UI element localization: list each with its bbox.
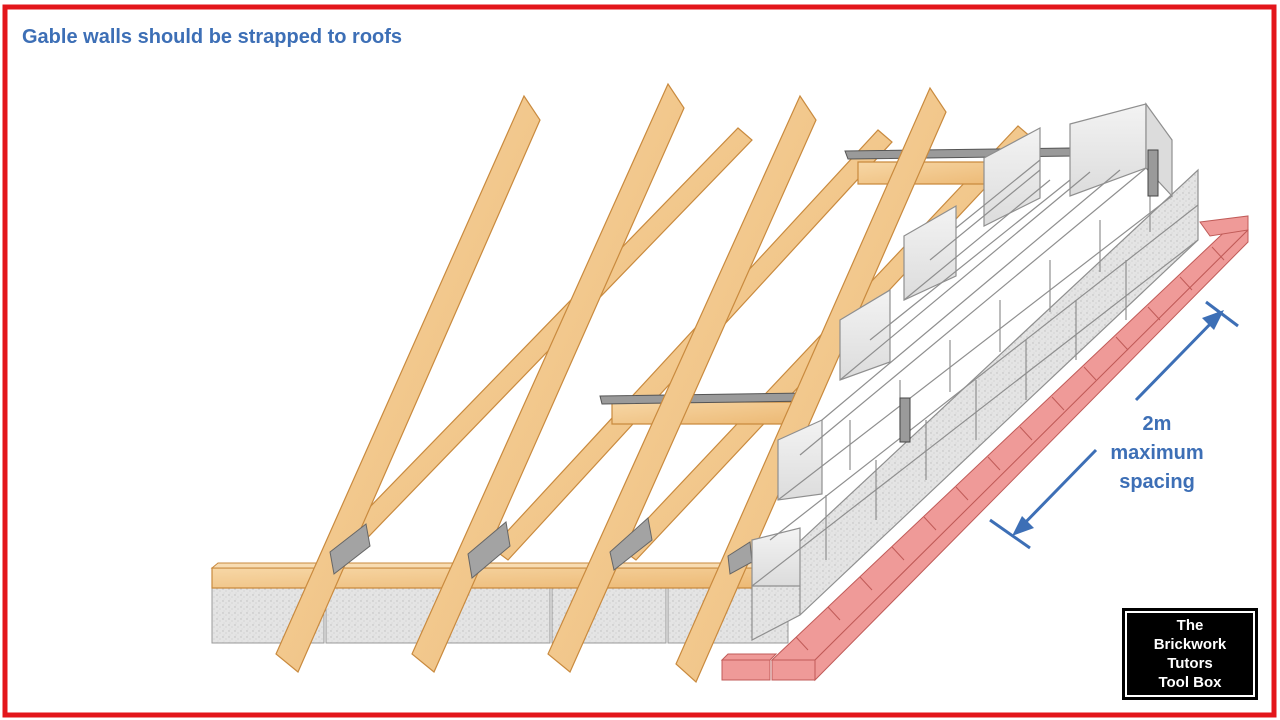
red-frame (2, 4, 1277, 718)
truss-clips (329, 517, 753, 579)
spacing-label-line-1: 2m (1142, 413, 1172, 435)
brick-joints (795, 246, 1225, 651)
brick-course (720, 215, 1249, 682)
logo-line-4: Tool Box (1158, 674, 1222, 691)
logo-line-1: The (1176, 617, 1204, 634)
logo-line-2: Brickwork (1153, 636, 1227, 653)
rafters (275, 82, 947, 684)
page-title: Gable walls should be strapped to roofs (22, 26, 403, 48)
spacing-label-line-2: maximum (1110, 442, 1204, 464)
logo-line-3: Tutors (1167, 655, 1213, 672)
spacing-label-line-3: spacing (1119, 471, 1195, 493)
brand-logo-inner: The Brickwork Tutors Tool Box (1125, 611, 1255, 697)
wall-strap-legs (899, 149, 1159, 443)
spacing-dimension-arrow (989, 300, 1239, 550)
spacing-label: 2m maximum spacing (1090, 410, 1224, 497)
brand-logo: The Brickwork Tutors Tool Box (1122, 608, 1258, 700)
wall-plate (210, 562, 797, 589)
